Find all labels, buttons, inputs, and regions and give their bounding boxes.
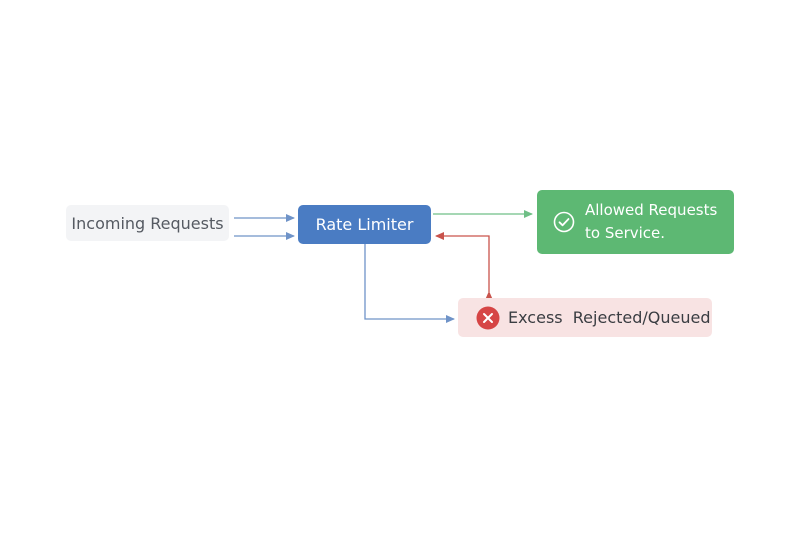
arrow-rejected-feedback xyxy=(435,232,493,300)
arrow-limiter-to-rejected xyxy=(364,244,455,323)
rate-limiter-label: Rate Limiter xyxy=(315,215,414,234)
check-circle-icon xyxy=(553,211,575,233)
x-circle-icon xyxy=(476,306,500,330)
rejected-requests-node: Excess Rejected/Queued xyxy=(458,298,712,337)
incoming-requests-label: Incoming Requests xyxy=(71,213,224,233)
rejected-requests-label: Excess Rejected/Queued xyxy=(508,308,711,327)
allowed-requests-node: Allowed Requests to Service. xyxy=(537,190,734,254)
rate-limiter-node: Rate Limiter xyxy=(298,205,431,244)
incoming-requests-node: Incoming Requests xyxy=(66,205,229,241)
allowed-requests-label: Allowed Requests to Service. xyxy=(585,201,718,242)
